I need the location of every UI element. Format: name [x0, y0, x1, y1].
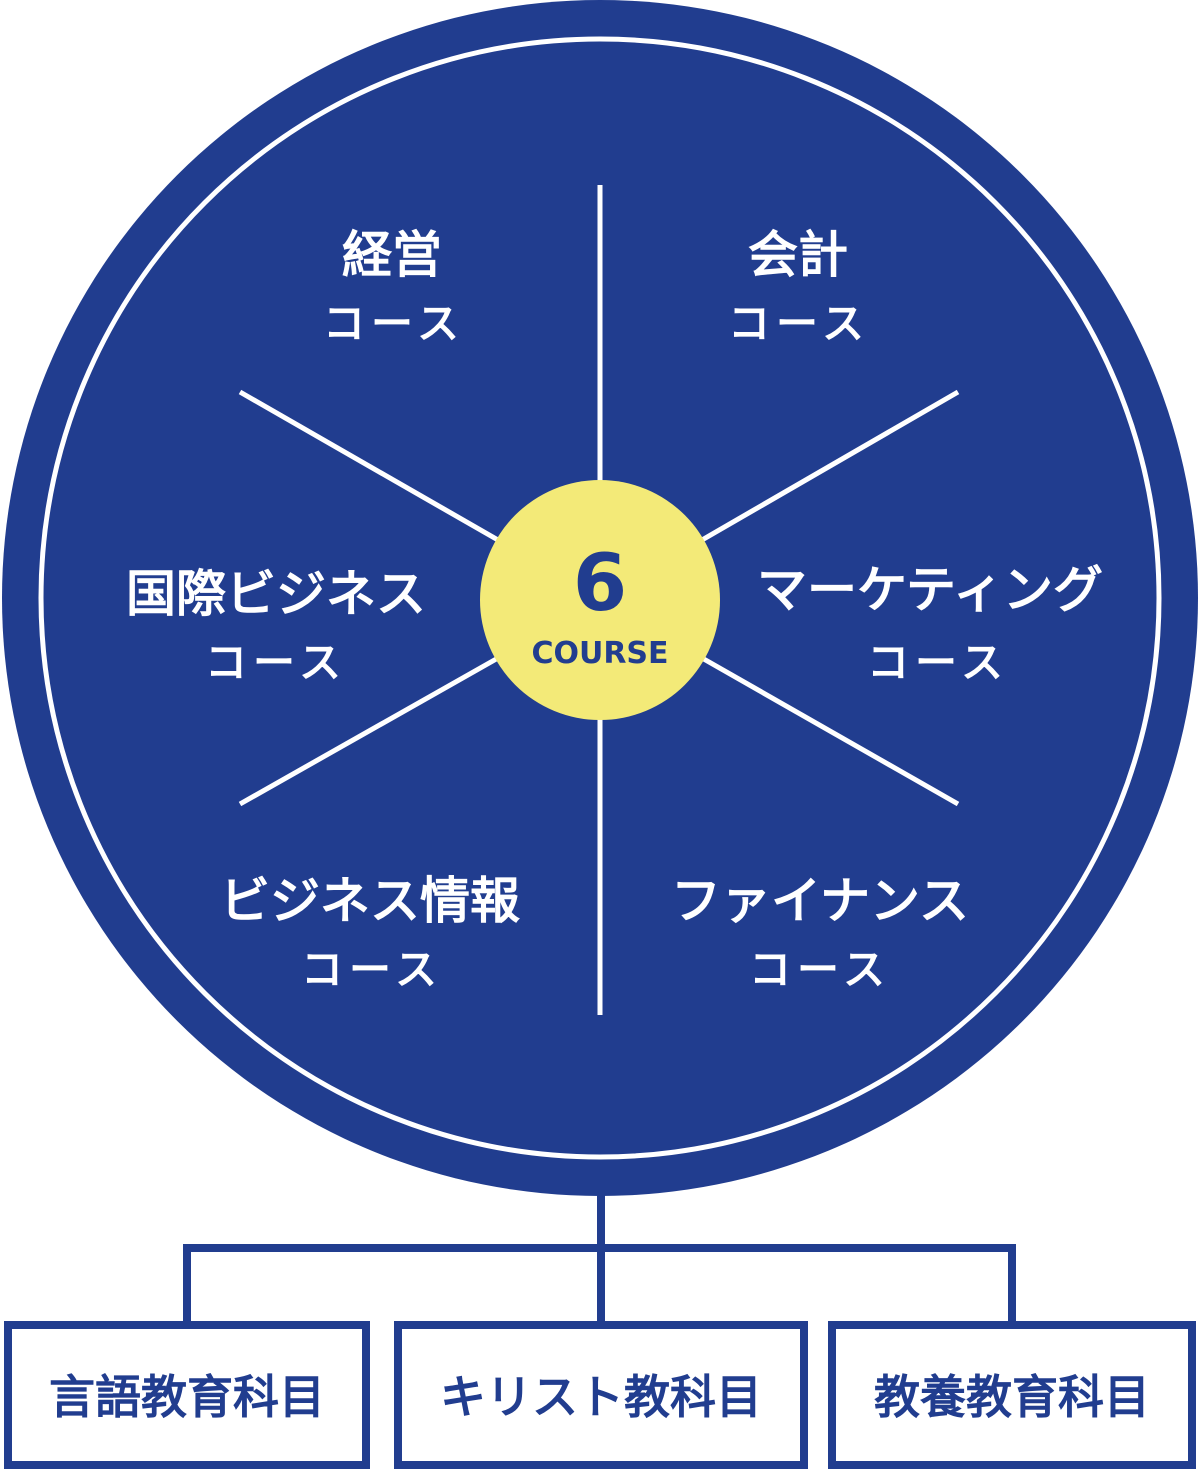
course-name: 国際ビジネス	[126, 565, 426, 623]
subject-label: 教養教育科目	[874, 1370, 1150, 1424]
divider-lower-left	[238, 655, 500, 807]
connector-tree	[183, 1195, 1016, 1325]
center-word: COURSE	[531, 636, 668, 671]
course-keiei: 経営 コース	[323, 226, 465, 348]
course-sub: コース	[749, 945, 891, 994]
subject-box-language: 言語教育科目	[4, 1321, 370, 1469]
divider-upper-right	[700, 389, 960, 543]
course-name: マーケティング	[757, 561, 1103, 619]
course-sub: コース	[205, 638, 347, 687]
divider-upper-left	[238, 389, 500, 543]
divider-lower-right	[700, 655, 960, 807]
center-circle	[480, 480, 720, 720]
subject-label: キリスト教科目	[440, 1370, 762, 1424]
course-sub: コース	[323, 299, 465, 348]
course-marketing: マーケティング コース	[757, 561, 1103, 687]
subject-box-christian: キリスト教科目	[394, 1321, 808, 1469]
course-finance: ファイナンス コース	[671, 872, 969, 994]
course-sub: コース	[867, 638, 1009, 687]
course-name: ビジネス情報	[220, 872, 520, 930]
course-business-information: ビジネス情報 コース	[220, 872, 520, 994]
course-name: 経営	[342, 226, 442, 284]
subject-box-liberal-arts: 教養教育科目	[828, 1321, 1196, 1469]
course-name: ファイナンス	[671, 872, 969, 930]
subject-label: 言語教育科目	[49, 1370, 325, 1424]
course-sub: コース	[301, 945, 443, 994]
course-kaikei: 会計 コース	[728, 226, 870, 348]
inner-ring	[38, 36, 1162, 1160]
course-sub: コース	[728, 299, 870, 348]
course-international-business: 国際ビジネス コース	[126, 565, 426, 687]
course-name: 会計	[748, 226, 848, 284]
center-number: 6	[573, 539, 627, 629]
